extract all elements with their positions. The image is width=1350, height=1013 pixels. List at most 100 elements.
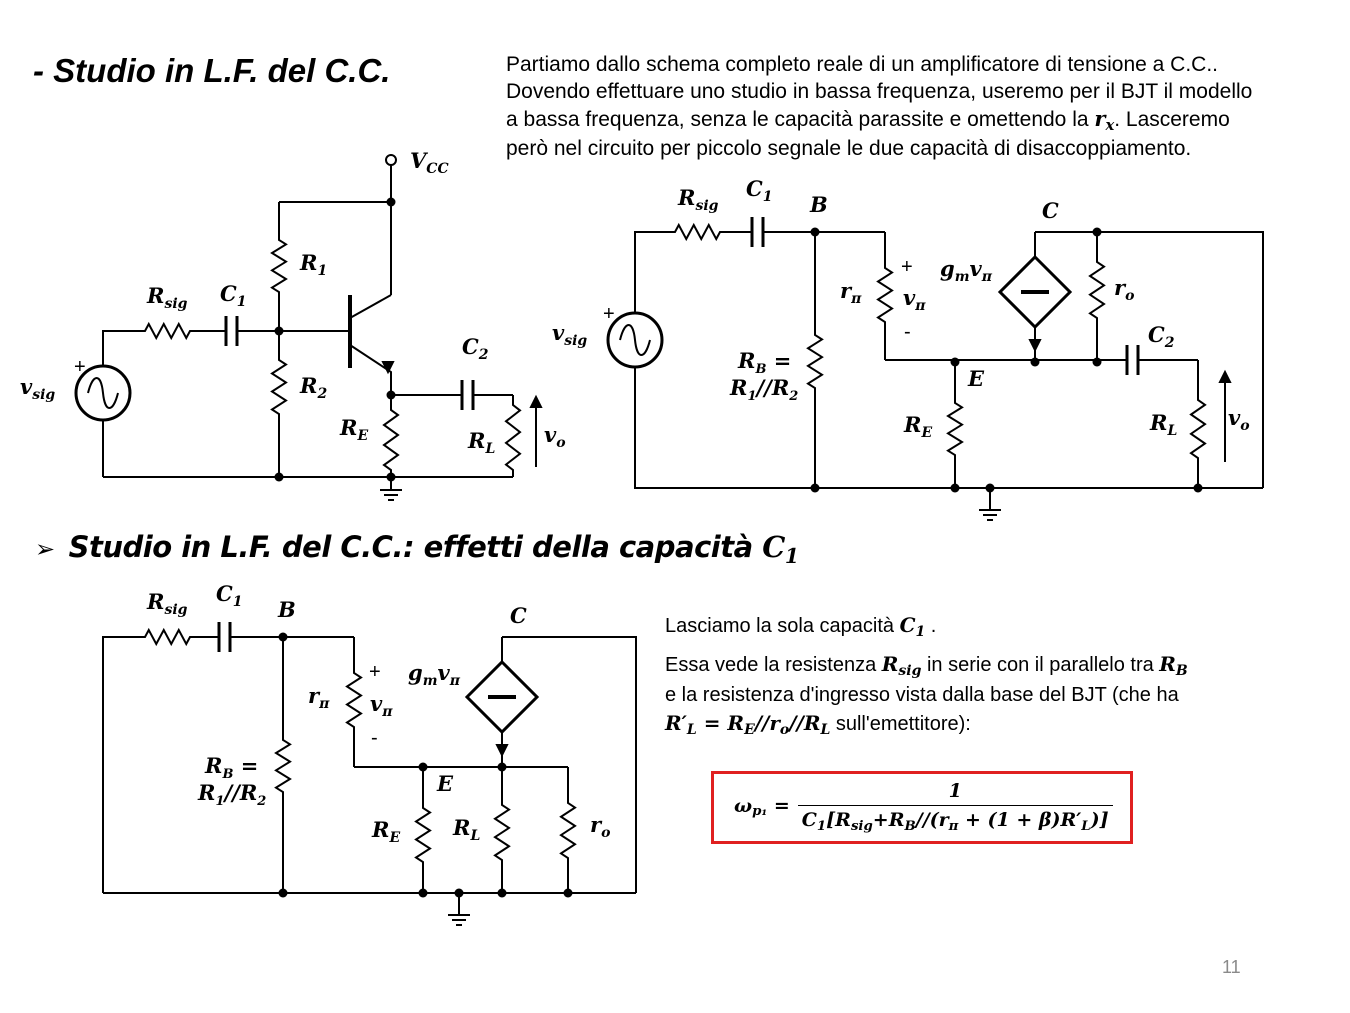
- junction-dot: [497, 888, 507, 898]
- arrow-icon: [495, 744, 509, 758]
- label-rpi: rπ: [308, 683, 330, 712]
- intro-line: però nel circuito per piccolo segnale le…: [506, 137, 1192, 160]
- resistor: [670, 222, 725, 242]
- output-voltage-arrow-icon: [529, 394, 543, 408]
- label-ro: ro: [590, 812, 610, 841]
- label-plus: +: [901, 256, 913, 278]
- resistor: [140, 321, 195, 341]
- label-vpi: vπ: [370, 691, 393, 720]
- label-node-c: C: [1042, 198, 1059, 223]
- label-node-b: B: [277, 597, 296, 622]
- resistor: [876, 232, 894, 360]
- label-minus: -: [371, 727, 378, 749]
- resistor: [274, 637, 292, 893]
- resistor: [270, 202, 288, 331]
- junction-dot: [278, 888, 288, 898]
- pole-formula-box: ωp₁ = 1 C1[Rsig+RB//(rπ + (1 + β)R′L)]: [711, 771, 1133, 844]
- label-node-c: C: [510, 603, 527, 628]
- label-c1: C1: [746, 176, 772, 205]
- label-vo: vo: [544, 422, 566, 451]
- intro-line: a bassa frequenza, senza le capacità par…: [506, 106, 1230, 135]
- label-rl: RL: [467, 428, 495, 457]
- junction-dot: [274, 472, 284, 482]
- wire: [1035, 231, 1264, 488]
- resistor: [270, 331, 288, 477]
- label-re: RE: [339, 415, 368, 444]
- label-node-e: E: [436, 771, 454, 796]
- resistor: [1189, 360, 1207, 488]
- intro-line: Dovendo effettuare uno studio in bassa f…: [506, 80, 1253, 103]
- label-ro: ro: [1114, 275, 1134, 304]
- arrow-icon: [381, 361, 395, 375]
- resistor: [559, 767, 577, 893]
- junction-dot: [386, 197, 396, 207]
- arrow-icon: [1028, 339, 1042, 353]
- resistor: [382, 395, 400, 477]
- label-rb: RB =: [737, 348, 791, 377]
- slide-title: - Studio in L.F. del C.C.: [33, 52, 391, 89]
- arrow-bullet-icon: ➢: [35, 535, 55, 563]
- wire: [502, 636, 637, 893]
- pole-formula: ωp₁ = 1 C1[Rsig+RB//(rπ + (1 + β)R′L)]: [734, 780, 1113, 834]
- label-vo: vo: [1228, 405, 1250, 434]
- text-c1-only: Lasciamo la sola capacità C1 .: [665, 613, 937, 641]
- junction-dot: [950, 483, 960, 493]
- resistor: [493, 767, 511, 893]
- resistor: [806, 232, 824, 488]
- label-rsig: Rsig: [677, 185, 719, 214]
- resistor: [946, 360, 964, 488]
- wire: [349, 294, 392, 319]
- vcc-terminal: [385, 154, 397, 166]
- label-plus: +: [74, 356, 86, 378]
- wire: [349, 344, 392, 395]
- label-rb: RB =: [204, 753, 258, 782]
- label-rsig: Rsig: [146, 283, 188, 312]
- formula-numerator: 1: [948, 780, 962, 802]
- page-number: 11: [1222, 957, 1241, 977]
- resistor: [504, 395, 522, 477]
- label-c1: C1: [220, 281, 246, 310]
- label-r1: R1: [299, 250, 327, 279]
- junction-dot: [563, 888, 573, 898]
- label-c2: C2: [1148, 322, 1175, 351]
- label-vcc: VCC: [410, 148, 449, 177]
- sine-icon: [619, 324, 651, 356]
- label-node-e: E: [967, 366, 985, 391]
- label-rpi: rπ: [840, 278, 862, 307]
- formula-denominator: C1[Rsig+RB//(rπ + (1 + β)R′L)]: [797, 805, 1113, 834]
- label-gm-vpi: gmvπ: [940, 256, 993, 285]
- wire: [102, 636, 140, 893]
- label-c1: C1: [216, 581, 242, 610]
- label-node-b: B: [809, 192, 828, 217]
- junction-dot: [1193, 483, 1203, 493]
- label-plus: +: [603, 303, 615, 325]
- resistor: [345, 637, 363, 767]
- label-re: RE: [371, 817, 400, 846]
- resistor: [1088, 232, 1106, 360]
- label-vsig: vsig: [20, 374, 55, 403]
- label-r1-parallel-r2: R1//R2: [197, 780, 266, 809]
- resistor: [140, 627, 195, 647]
- label-minus: -: [904, 321, 911, 343]
- label-r2: R2: [299, 373, 327, 402]
- sine-icon: [87, 377, 119, 409]
- wire: [102, 330, 140, 366]
- wire: [634, 231, 670, 313]
- label-r1-parallel-r2: R1//R2: [729, 375, 798, 404]
- label-rl: RL: [452, 815, 480, 844]
- junction-dot: [1030, 357, 1040, 367]
- label-rsig: Rsig: [146, 589, 188, 618]
- label-re: RE: [903, 412, 932, 441]
- intro-paragraph: Partiamo dallo schema completo reale di …: [506, 51, 1326, 162]
- junction-dot: [418, 888, 428, 898]
- label-vpi: vπ: [903, 285, 926, 314]
- intro-line: Partiamo dallo schema completo reale di …: [506, 53, 1219, 76]
- section-heading: ➢Studio in L.F. del C.C.: effetti della …: [35, 530, 799, 569]
- label-gm-vpi: gmvπ: [408, 660, 461, 689]
- wire: [634, 367, 1263, 489]
- label-rl: RL: [1149, 410, 1177, 439]
- label-vsig: vsig: [552, 320, 587, 349]
- text-explanation: Essa vede la resistenza Rsig in serie co…: [665, 652, 1188, 739]
- junction-dot: [810, 483, 820, 493]
